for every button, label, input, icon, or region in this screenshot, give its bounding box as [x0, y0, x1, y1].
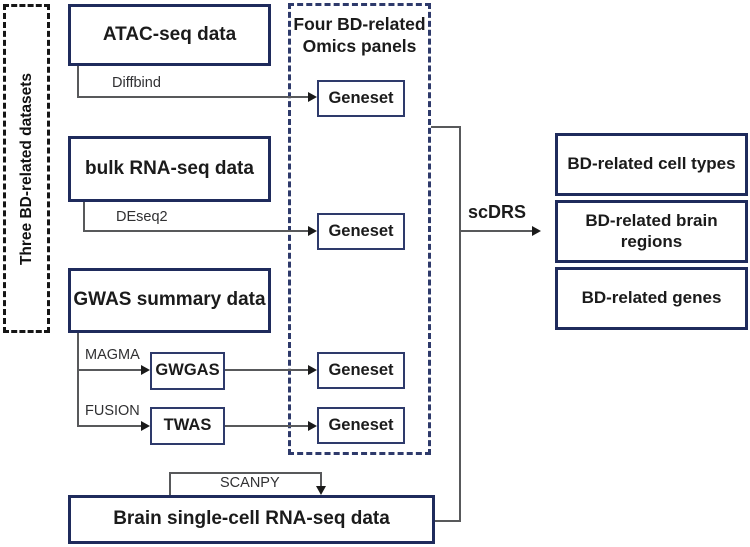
output-brain-regions-label: BD-related brain regions — [585, 211, 718, 251]
geneset-label: Geneset — [328, 221, 394, 240]
brain-sc-rna-label: Brain single-cell RNA-seq data — [113, 508, 390, 530]
atac-seq-box: ATAC-seq data — [68, 4, 271, 66]
magma-label: MAGMA — [85, 347, 140, 363]
geneset-box-rna: Geneset — [317, 213, 405, 250]
omics-panel-title-line1: Four BD-related — [293, 14, 426, 34]
output-genes-box: BD-related genes — [555, 267, 748, 330]
gwas-connector-v — [77, 333, 79, 427]
scanpy-arrow-icon — [316, 486, 326, 495]
deseq2-label: DEseq2 — [116, 209, 168, 225]
scanpy-loop-right-v — [320, 472, 322, 487]
atac-seq-label: ATAC-seq data — [102, 23, 237, 45]
gwas-gwgas-h — [77, 369, 141, 371]
gwgas-label: GWGAS — [155, 361, 220, 380]
collector-v — [459, 126, 461, 522]
fusion-label: FUSION — [85, 403, 140, 419]
omics-panel-title-line2: Omics panels — [302, 35, 417, 56]
gwas-twas-arrow-icon — [141, 421, 150, 431]
atac-connector-h — [77, 96, 308, 98]
scanpy-loop-left-v — [169, 472, 171, 495]
bulk-geneset-arrow-icon — [308, 226, 317, 236]
brain-sc-rna-box: Brain single-cell RNA-seq data — [68, 495, 435, 544]
scdrs-arrow-icon — [532, 226, 541, 236]
omics-panel-title: Four BD-related Omics panels — [291, 14, 428, 58]
twas-geneset-arrow-icon — [308, 421, 317, 431]
scdrs-arrow-h — [461, 230, 532, 232]
geneset-box-twas: Geneset — [317, 407, 405, 444]
gwas-gwgas-arrow-icon — [141, 365, 150, 375]
twas-box: TWAS — [150, 407, 225, 445]
gwgas-box: GWGAS — [150, 352, 225, 390]
gwas-summary-box: GWAS summary data — [68, 268, 271, 333]
scanpy-label: SCANPY — [220, 475, 280, 491]
bulk-rna-seq-box: bulk RNA-seq data — [68, 136, 271, 202]
brain-out-h — [435, 520, 461, 522]
atac-connector-v — [77, 66, 79, 97]
bulk-connector-h — [83, 230, 308, 232]
geneset-label: Geneset — [328, 88, 394, 107]
omics-panel: Four BD-related Omics panels — [288, 3, 431, 455]
diffbind-label: Diffbind — [112, 75, 161, 91]
datasets-bracket-label: Three BD-related datasets — [17, 72, 35, 265]
output-genes-label: BD-related genes — [581, 288, 722, 308]
bulk-connector-v — [83, 202, 85, 232]
bulk-rna-seq-label: bulk RNA-seq data — [85, 157, 254, 179]
geneset-label: Geneset — [328, 360, 394, 379]
gwgas-geneset-arrow-icon — [308, 365, 317, 375]
twas-label: TWAS — [163, 416, 212, 435]
output-brain-regions-box: BD-related brain regions — [555, 200, 748, 263]
scdrs-label: scDRS — [468, 202, 527, 222]
datasets-bracket: Three BD-related datasets — [3, 4, 50, 333]
output-cell-types-label: BD-related cell types — [567, 154, 736, 174]
scanpy-loop-top-h — [169, 472, 322, 474]
geneset-box-atac: Geneset — [317, 80, 405, 117]
gwas-twas-h — [77, 425, 141, 427]
gwgas-geneset-h — [225, 369, 308, 371]
panel-out-h — [431, 126, 461, 128]
geneset-box-gwgas: Geneset — [317, 352, 405, 389]
atac-geneset-arrow-icon — [308, 92, 317, 102]
output-cell-types-box: BD-related cell types — [555, 133, 748, 196]
gwas-summary-label: GWAS summary data — [73, 289, 266, 311]
twas-geneset-h — [225, 425, 308, 427]
geneset-label: Geneset — [328, 415, 394, 434]
